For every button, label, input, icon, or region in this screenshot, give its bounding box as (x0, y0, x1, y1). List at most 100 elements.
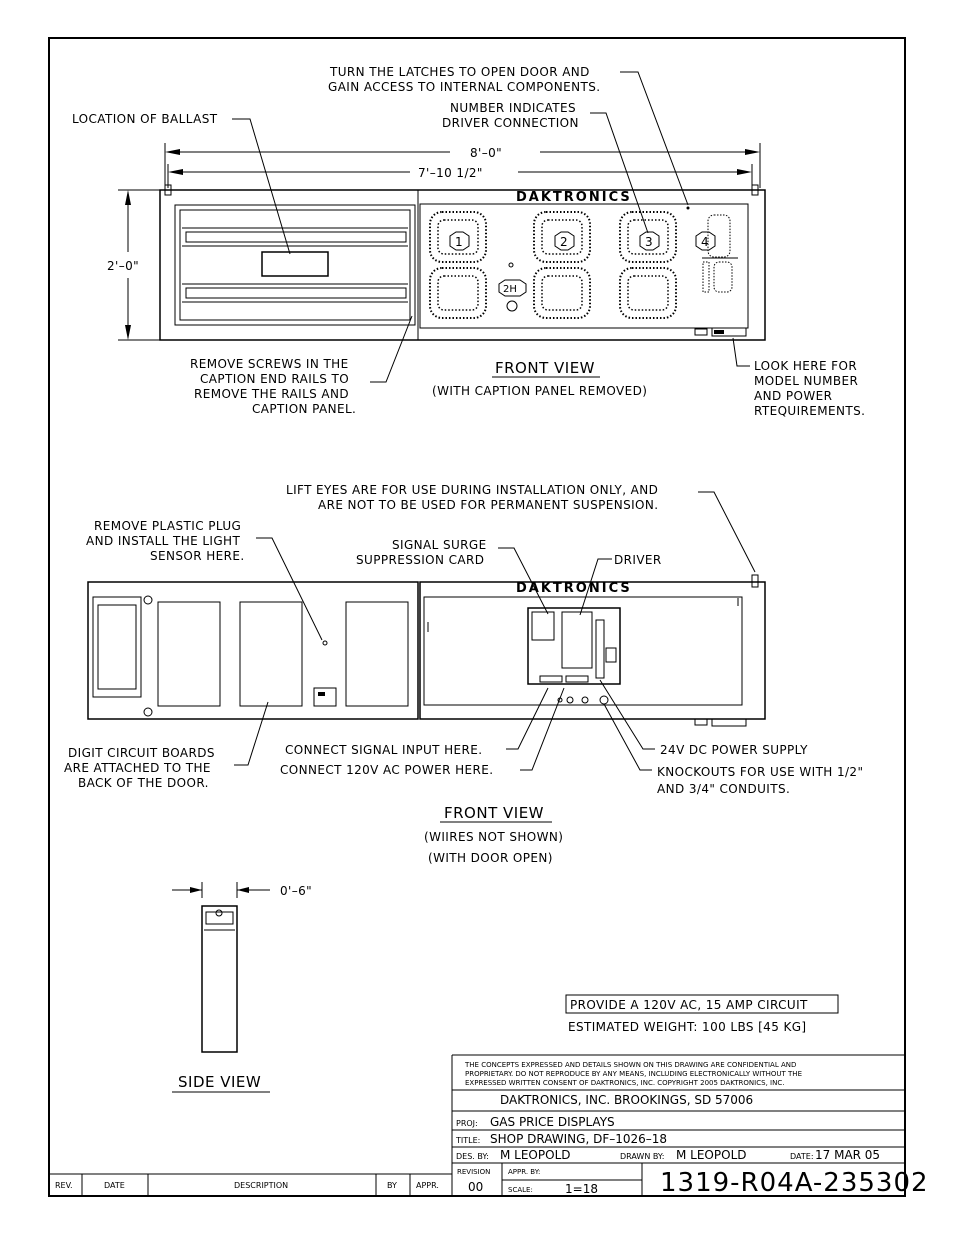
front-view-title-bottom: FRONT VIEW (444, 804, 544, 822)
svg-text:PROJ:: PROJ: (456, 1119, 478, 1128)
electronics-box (527, 607, 621, 685)
dim-depth: 0'–6" (280, 884, 312, 898)
svg-text:BY: BY (387, 1181, 397, 1190)
cabinet-bottom (419, 581, 766, 720)
note-screws-1: REMOVE SCREWS IN THE (190, 357, 349, 371)
side-view: 0'–6" SIDE VIEW (172, 882, 312, 1093)
note-look-1: LOOK HERE FOR (754, 359, 857, 373)
note-ballast: LOCATION OF BALLAST (72, 112, 218, 126)
revision-number: 00 (468, 1180, 483, 1194)
confidential-3: EXPRESSED WRITTEN CONSENT OF DAKTRONICS,… (465, 1079, 784, 1087)
svg-text:APPR.: APPR. (416, 1181, 439, 1190)
drafter: M LEOPOLD (676, 1148, 747, 1162)
open-door (87, 581, 419, 720)
svg-text:DATE: DATE (104, 1181, 125, 1190)
digit-segment-outline (533, 211, 591, 263)
fraction-digit (702, 214, 738, 293)
digit-segment-outline (619, 267, 677, 319)
note-screws-4: CAPTION PANEL. (252, 402, 356, 416)
svg-text:4: 4 (701, 235, 709, 249)
sheet-border (48, 37, 906, 1197)
digit-segment-inner (627, 275, 669, 311)
svg-text:1: 1 (455, 235, 463, 249)
digit-label-2: 2 (554, 231, 575, 251)
side-view-title: SIDE VIEW (178, 1073, 261, 1091)
note-weight: ESTIMATED WEIGHT: 100 LBS [45 KG] (568, 1020, 807, 1034)
note-surge-2: SUPPRESSION CARD (356, 553, 484, 567)
drawing-number: 1319-R04A-235302 (660, 1168, 929, 1198)
dim-overall: 8'–0" (470, 146, 502, 160)
svg-text:SCALE:: SCALE: (508, 1186, 533, 1194)
front-view-subtitle-bottom-1: (WIIRES NOT SHOWN) (424, 830, 563, 844)
front-view-top: 8'–0" 7'–10 1/2" 2'–0" DAKTRONIC (72, 65, 865, 418)
svg-text:DATE:: DATE: (790, 1152, 814, 1161)
digit-segment-outline (533, 267, 591, 319)
note-number-1: NUMBER INDICATES (450, 101, 576, 115)
note-surge-1: SIGNAL SURGE (392, 538, 487, 552)
revision-table: REV. DATE DESCRIPTION BY APPR. (49, 1173, 452, 1196)
svg-text:APPR. BY:: APPR. BY: (508, 1168, 540, 1176)
digit-segment-inner (437, 275, 479, 311)
scale-value: 1=18 (565, 1182, 598, 1196)
note-plug-1: REMOVE PLASTIC PLUG (94, 519, 241, 533)
title-block: THE CONCEPTS EXPRESSED AND DETAILS SHOWN… (451, 1054, 929, 1198)
digit-segment-outline (429, 267, 487, 319)
svg-text:2H: 2H (503, 284, 517, 295)
confidential-2: PROPRIETARY. DO NOT REPRODUCE BY ANY MEA… (465, 1070, 802, 1078)
note-digit-2: ARE ATTACHED TO THE (64, 761, 211, 775)
note-look-4: RTEQUIREMENTS. (754, 404, 865, 418)
side-profile (201, 905, 238, 1053)
note-lift-2: ARE NOT TO BE USED FOR PERMANENT SUSPENS… (318, 498, 658, 512)
note-number-2: DRIVER CONNECTION (442, 116, 579, 130)
company: DAKTRONICS, INC. BROOKINGS, SD 57006 (500, 1093, 753, 1107)
digit-label-4: 4 (695, 231, 716, 251)
digit-segment-outline (619, 211, 677, 263)
note-look-3: AND POWER (754, 389, 832, 403)
confidential-1: THE CONCEPTS EXPRESSED AND DETAILS SHOWN… (464, 1061, 796, 1069)
svg-text:2: 2 (560, 235, 568, 249)
note-signal: CONNECT SIGNAL INPUT HERE. (285, 743, 482, 757)
note-circuit: PROVIDE A 120V AC, 15 AMP CIRCUIT (570, 998, 808, 1012)
power-supply (595, 619, 605, 679)
digit-segment-inner (437, 219, 479, 255)
caption-area (174, 204, 416, 326)
digit-label-1: 1 (449, 231, 470, 251)
designer: M LEOPOLD (500, 1148, 571, 1162)
electrical-notes: PROVIDE A 120V AC, 15 AMP CIRCUIT ESTIMA… (565, 994, 839, 1034)
decimal-label: 2H (498, 262, 527, 312)
note-supply: 24V DC POWER SUPPLY (660, 743, 808, 757)
note-lift-1: LIFT EYES ARE FOR USE DURING INSTALLATIO… (286, 483, 658, 497)
svg-text:3: 3 (645, 235, 653, 249)
digit-segment-outline (429, 211, 487, 263)
front-view-title-top: FRONT VIEW (495, 359, 595, 377)
svg-text:REVISION: REVISION (457, 1168, 490, 1176)
note-digit-3: BACK OF THE DOOR. (78, 776, 209, 790)
note-plug-2: AND INSTALL THE LIGHT (86, 534, 240, 548)
project-name: GAS PRICE DISPLAYS (490, 1115, 615, 1129)
front-view-subtitle-top: (WITH CAPTION PANEL REMOVED) (432, 384, 647, 398)
note-plug-3: SENSOR HERE. (150, 549, 245, 563)
brand-top: DAKTRONICS (516, 190, 632, 205)
note-knock-2: AND 3/4" CONDUITS. (657, 782, 790, 796)
note-screws-2: CAPTION END RAILS TO (200, 372, 349, 386)
note-look-2: MODEL NUMBER (754, 374, 858, 388)
circuit-board-2 (239, 601, 303, 707)
drawing-title: SHOP DRAWING, DF–1026–18 (490, 1132, 667, 1146)
circuit-board-1 (157, 601, 221, 707)
svg-text:DESCRIPTION: DESCRIPTION (234, 1181, 288, 1190)
digit-segment-inner (541, 219, 583, 255)
driver-board (561, 611, 593, 669)
svg-text:DES. BY:: DES. BY: (456, 1152, 489, 1161)
front-view-bottom: DAKTRONICS (64, 483, 863, 865)
note-screws-3: REMOVE THE RAILS AND (194, 387, 349, 401)
digit-segment-inner (627, 219, 669, 255)
svg-text:DRAWN BY:: DRAWN BY: (620, 1152, 664, 1161)
model-plate (711, 327, 747, 337)
note-digit-1: DIGIT CIRCUIT BOARDS (68, 746, 215, 760)
drawing-date: 17 MAR 05 (815, 1148, 880, 1162)
note-latches-2: GAIN ACCESS TO INTERNAL COMPONENTS. (328, 80, 600, 94)
digit-label-3: 3 (639, 231, 660, 251)
front-view-subtitle-bottom-2: (WITH DOOR OPEN) (428, 851, 553, 865)
brand-bottom: DAKTRONICS (516, 581, 632, 596)
